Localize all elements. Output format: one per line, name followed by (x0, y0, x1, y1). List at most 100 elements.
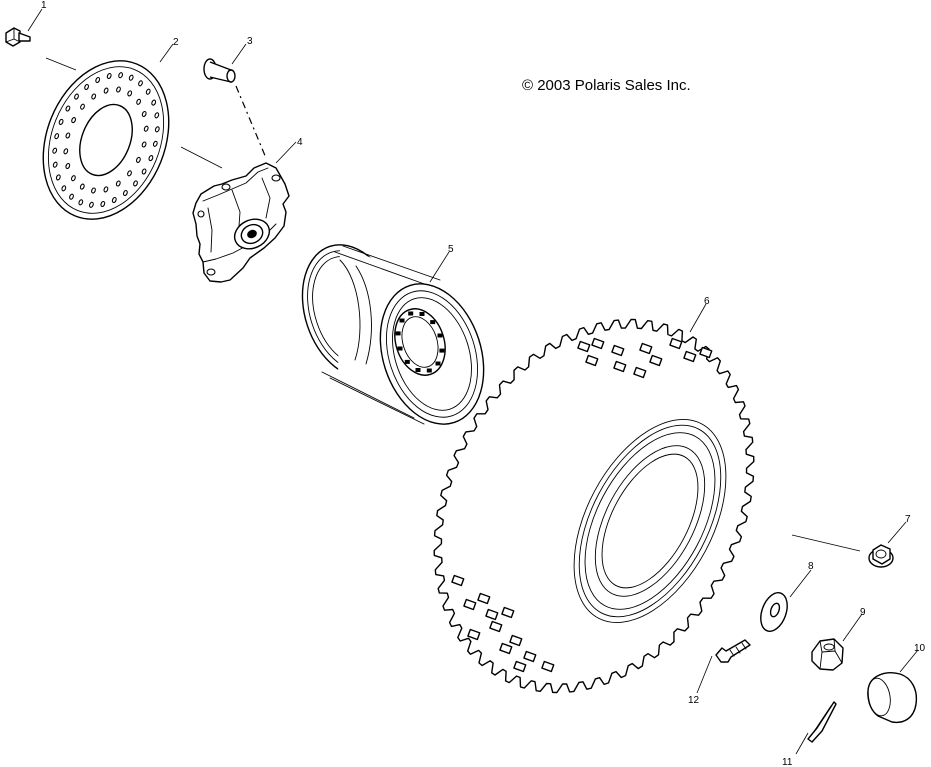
disc-hole (133, 180, 138, 187)
rim-lug-hole (415, 368, 421, 372)
disc-hole (122, 189, 128, 197)
disc-hole (78, 199, 84, 206)
disc-hole (58, 118, 64, 125)
rim-lug-hole (419, 312, 425, 316)
callout-3: 3 (247, 36, 253, 47)
disc-hole (151, 99, 157, 106)
hub-part (192, 162, 290, 283)
disc-hole (88, 201, 94, 208)
disc-hole (141, 168, 147, 175)
axle-centerline (180, 146, 223, 169)
disc-hole (79, 183, 85, 190)
disc-hole (65, 105, 71, 112)
tire-tread-knob (467, 628, 481, 641)
rim-lug-hole (435, 361, 441, 366)
disc-hole (84, 83, 90, 91)
disc-hole (100, 200, 106, 208)
nut-centerline (791, 534, 861, 552)
callout-1: 1 (41, 0, 47, 11)
tire-tread-knob (613, 360, 627, 373)
disc-hole (127, 170, 132, 177)
cotter-pin-part (807, 701, 837, 743)
disc-hole (74, 93, 79, 100)
tire-tread-knob (683, 350, 697, 363)
disc-hole (91, 93, 97, 100)
callout-4: 4 (297, 137, 303, 148)
disc-hole (148, 155, 154, 162)
disc-hole (103, 186, 109, 193)
tire-tread-knob (669, 337, 683, 350)
disc-hole (152, 140, 158, 147)
tire-tread-knob (477, 592, 491, 605)
tire-tread-knob (585, 354, 599, 367)
disc-hole (111, 196, 117, 204)
disc-hole (145, 88, 151, 95)
disc-hole (80, 103, 85, 110)
disc-hole (91, 187, 96, 194)
disc-hole (115, 180, 121, 187)
disc-hole (141, 141, 147, 148)
tire-tread-knob (513, 660, 527, 673)
disc-hole (116, 86, 121, 93)
washer-part (760, 592, 788, 632)
disc-hole (63, 148, 69, 155)
stud-centerline (235, 85, 267, 159)
tire-tread-knob (611, 344, 625, 357)
tire-tread-knob (541, 660, 555, 673)
tire-tread-knob (591, 337, 605, 350)
callout-6: 6 (704, 296, 710, 307)
callout-2: 2 (173, 37, 179, 48)
bolt-part (5, 27, 31, 47)
callout-11: 11 (782, 757, 793, 767)
rim-lug-hole (439, 348, 445, 353)
tire-tread-knob (649, 354, 663, 367)
castle-nut-part (811, 638, 844, 671)
tire-tread-knob (485, 608, 499, 621)
disc-hole (118, 72, 124, 79)
disc-hole (69, 193, 74, 200)
rim-lug-hole (397, 346, 403, 351)
tire-tread-knob (501, 606, 515, 619)
rim-part (301, 244, 485, 425)
callout-9: 9 (860, 607, 866, 618)
disc-hole (127, 90, 133, 97)
tire-tread-knob (577, 340, 591, 353)
disc-hole (154, 112, 160, 119)
disc-hole (65, 162, 71, 170)
tire-tread-knob (509, 634, 523, 647)
copyright-text: © 2003 Polaris Sales Inc. (522, 77, 691, 94)
disc-hole (55, 174, 61, 181)
disc-hole (138, 80, 143, 87)
disc-hole (52, 147, 58, 154)
disc-hole (61, 185, 67, 192)
callout-7: 7 (905, 514, 911, 525)
tire-tread-knob (699, 346, 713, 359)
tire-tread-knob (523, 650, 537, 663)
disc-hole (154, 126, 160, 133)
disc-hole (143, 125, 149, 132)
disc-hole (136, 98, 142, 105)
tire-tread-knob (499, 642, 513, 655)
disc-hole (135, 156, 141, 163)
disc-hole (106, 72, 112, 80)
disc-hole (128, 74, 134, 81)
rim-lug-hole (426, 368, 432, 373)
disc-hole (70, 175, 76, 182)
rim-lug-hole (395, 331, 401, 336)
tire-tread-knob (489, 620, 503, 633)
disc-hole (141, 110, 147, 118)
callout-12: 12 (688, 695, 700, 706)
disc-hole (95, 76, 101, 84)
rim-lug-hole (404, 359, 410, 364)
tire-tread-knob (633, 366, 647, 379)
disc-hole (54, 133, 60, 140)
hub-cap-part (867, 672, 918, 724)
disc-hole (65, 132, 71, 139)
callout-10: 10 (914, 643, 926, 654)
rim-lug-hole (408, 311, 414, 316)
disc-hole (52, 161, 58, 168)
disc-hole (71, 117, 77, 124)
brake-disc-part (42, 60, 170, 220)
stud-part (203, 58, 236, 83)
